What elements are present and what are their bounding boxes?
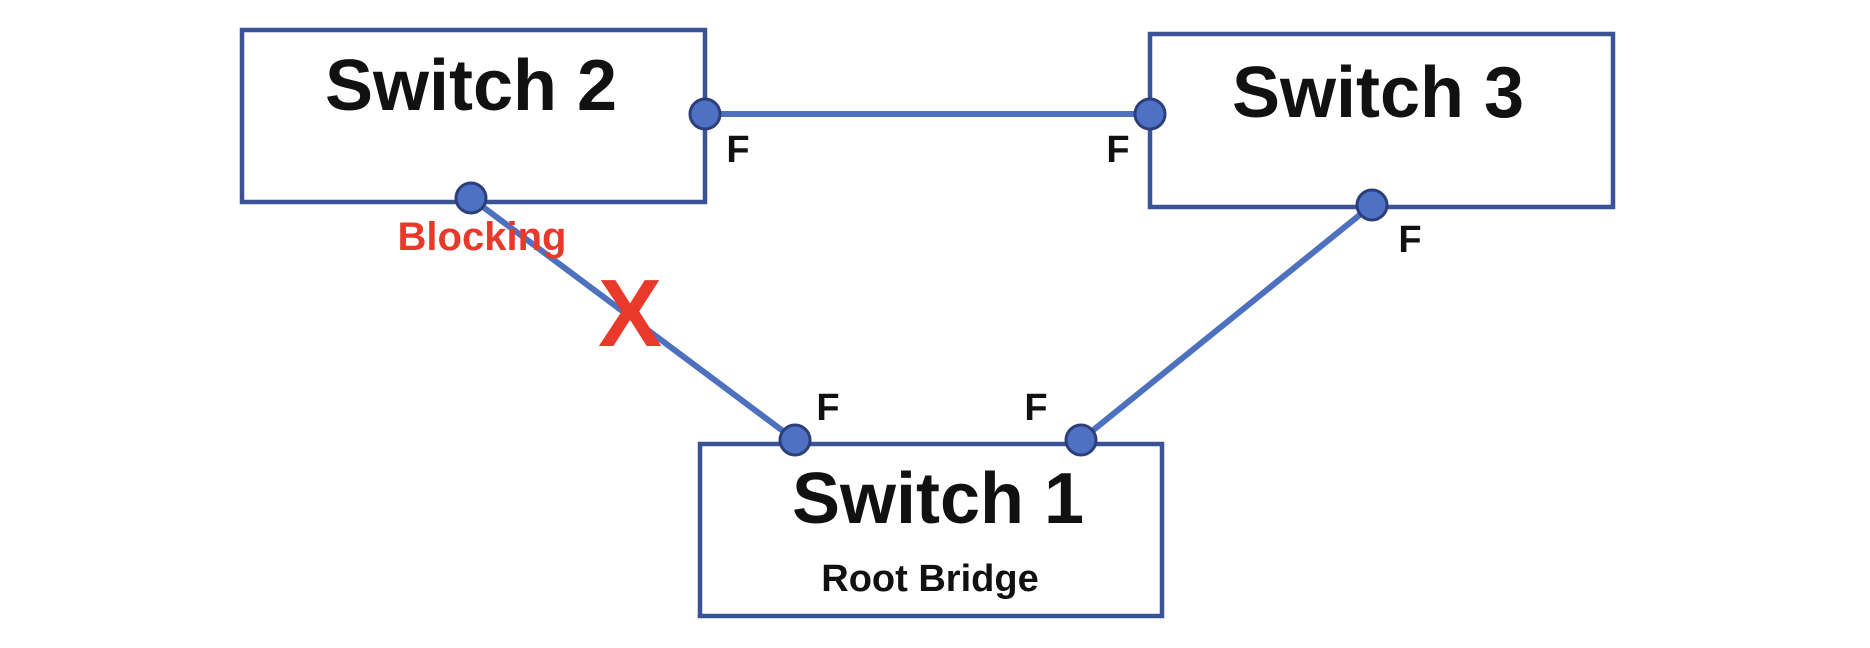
switch-3-box — [1147, 31, 1616, 210]
switch-3-title: Switch 3 — [1232, 53, 1524, 133]
root-bridge-label: Root Bridge — [821, 558, 1038, 600]
blocked-link-x-mark: X — [598, 260, 662, 367]
port-state-switch3-bottom: F — [1398, 219, 1421, 261]
link-switch3-switch1 — [1078, 202, 1375, 443]
port-state-switch2-bottom: Blocking — [398, 215, 567, 259]
port-state-switch2-right: F — [726, 129, 749, 171]
port-switch2-right — [688, 97, 722, 131]
switch-2-node: Switch 2 — [239, 27, 708, 205]
port-state-switch1-right: F — [1024, 387, 1047, 429]
switch-1-title: Switch 1 — [792, 459, 1084, 539]
switch-3-node: Switch 3 — [1147, 31, 1616, 210]
port-state-switch1-left: F — [816, 387, 839, 429]
switch-2-box — [239, 27, 708, 205]
switch-2-title: Switch 2 — [325, 46, 617, 126]
switch-1-node: Switch 1 Root Bridge — [697, 441, 1165, 619]
link-switch2-switch1 — [468, 195, 798, 443]
port-switch1-right — [1064, 423, 1098, 457]
port-switch3-left — [1133, 97, 1167, 131]
port-switch1-left — [778, 423, 812, 457]
port-switch3-bottom — [1355, 188, 1389, 222]
port-state-switch3-left: F — [1106, 129, 1129, 171]
switch-1-box — [697, 441, 1165, 619]
port-switch2-bottom — [454, 181, 488, 215]
